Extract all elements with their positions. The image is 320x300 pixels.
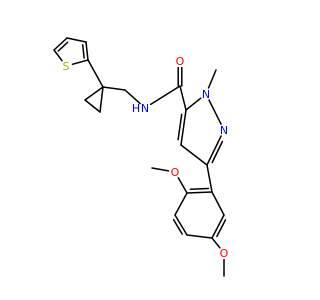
bond-c3-ar1 bbox=[206, 164, 213, 193]
sulfur-thiophene-bg bbox=[60, 60, 72, 72]
bond-ct4-cq bbox=[87, 59, 104, 88]
bond-s-ct1 bbox=[53, 49, 63, 62]
nitrogen-n2: N bbox=[218, 124, 230, 137]
oxygen-methoxy-2: O bbox=[218, 247, 230, 260]
bond-ch2-n_am bbox=[124, 89, 141, 105]
bond-ar1-ar2-inner bbox=[189, 187, 210, 191]
sulfur-thiophene-label: S bbox=[63, 60, 70, 73]
oxygen-amide-label: O bbox=[176, 55, 185, 68]
bond-c5-n1 bbox=[185, 97, 202, 111]
bond-n2-c3-inner bbox=[211, 140, 224, 164]
bond-ar5-o2 bbox=[211, 237, 221, 249]
bond-c4-c5 bbox=[180, 109, 187, 146]
bond-ar3-ar4-inner bbox=[172, 218, 183, 235]
oxygen-methoxy-2-label: O bbox=[220, 247, 229, 260]
bond-ar4-ar5 bbox=[186, 234, 213, 239]
bond-ct3-ct4 bbox=[85, 41, 89, 61]
bond-ct1-ct2-inner bbox=[57, 41, 69, 52]
bond-ar2-o1 bbox=[177, 176, 188, 194]
nitrogen-amide: N bbox=[139, 102, 151, 115]
bond-ar5-ar6-inner bbox=[216, 219, 227, 238]
bond-c3-c4 bbox=[180, 144, 208, 166]
bond-ct2-ct3 bbox=[66, 37, 87, 43]
oxygen-amide-bg bbox=[174, 55, 186, 67]
oxygen-methoxy-1: O bbox=[169, 166, 181, 179]
molecule-structure: O N N N S O O H bbox=[53, 37, 230, 277]
nitrogen-n1-label: N bbox=[202, 88, 210, 101]
oxygen-amide: O bbox=[174, 55, 186, 68]
bond-n1-me1 bbox=[207, 69, 217, 89]
bond-n1-n2 bbox=[208, 99, 222, 125]
nitrogen-amide-bg bbox=[139, 102, 151, 114]
bond-cp2-cq bbox=[99, 86, 104, 113]
bond-ct1-ct2 bbox=[53, 37, 68, 51]
bond-cq-ch2 bbox=[102, 86, 126, 91]
bond-ct4-s bbox=[71, 59, 89, 66]
bond-ar1-ar2 bbox=[186, 191, 213, 194]
oxygen-methoxy-1-bg bbox=[169, 166, 181, 178]
atoms-layer: O N N N S O O H bbox=[60, 55, 230, 260]
bond-o1-me2 bbox=[151, 167, 170, 172]
bond-c_am-c5 bbox=[179, 85, 187, 111]
nitrogen-n2-bg bbox=[218, 124, 230, 136]
bond-n_am-c_am bbox=[149, 85, 181, 106]
nitrogen-n2-label: N bbox=[220, 124, 228, 137]
oxygen-methoxy-1-label: O bbox=[171, 166, 180, 179]
bond-c4-c5-inner bbox=[177, 113, 183, 141]
bond-n2-c3 bbox=[206, 135, 222, 166]
nitrogen-n1: N bbox=[200, 88, 212, 101]
bond-ar3-ar4 bbox=[174, 214, 188, 236]
oxygen-methoxy-2-bg bbox=[218, 247, 230, 259]
bond-cp1-cp2 bbox=[84, 99, 101, 113]
hydrogen-amide-label: H bbox=[132, 102, 140, 115]
nitrogen-amide-label: N bbox=[141, 102, 149, 115]
bond-ct3-ct4-inner bbox=[81, 44, 85, 59]
sulfur-thiophene: S bbox=[60, 60, 72, 73]
bond-cq-cp1 bbox=[84, 86, 104, 101]
nitrogen-n1-bg bbox=[200, 88, 212, 100]
bonds-layer bbox=[53, 37, 227, 277]
bond-ar2-ar3 bbox=[174, 192, 188, 216]
bond-ar5-ar6 bbox=[211, 214, 225, 239]
bond-ar6-ar1 bbox=[211, 191, 225, 216]
